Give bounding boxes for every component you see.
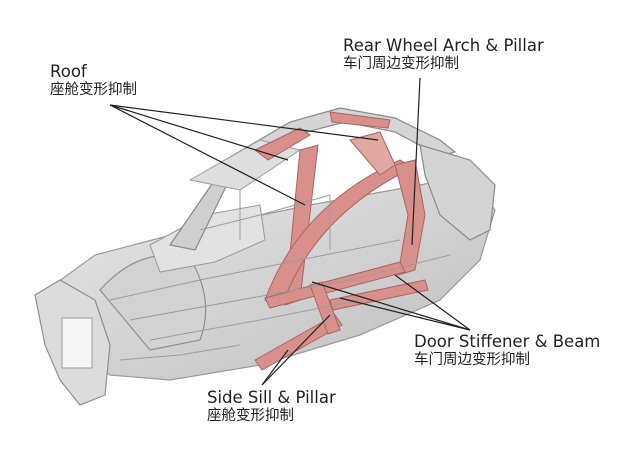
- roof-cross-member-rear: [329, 111, 391, 129]
- leader-side-2: [261, 314, 331, 386]
- front-grille-opening: [61, 317, 93, 369]
- label-rear-wheel-arch: Rear Wheel Arch & Pillar 车门周边变形抑制: [343, 36, 544, 73]
- leader-door-3: [311, 281, 471, 331]
- label-roof-zh: 座舱变形抑制: [50, 81, 137, 98]
- leader-roof-2: [109, 104, 379, 141]
- door-stiffener-beam-front: [264, 261, 406, 309]
- frame-detail-lines: [109, 190, 451, 361]
- label-side-sill-zh: 座舱变形抑制: [207, 407, 294, 424]
- roof-cross-member-front: [254, 127, 311, 161]
- label-door-stiffener-zh: 车门周边变形抑制: [414, 351, 530, 368]
- rear-deck-frame: [419, 144, 496, 241]
- leader-roof-1: [109, 104, 289, 161]
- label-rear-wheel-arch-zh: 车门周边变形抑制: [343, 55, 459, 72]
- leader-door-2: [339, 297, 471, 331]
- leader-roof-3: [109, 104, 306, 206]
- rear-wheel-arch-pillar: [394, 159, 426, 276]
- label-side-sill-en: Side Sill & Pillar: [207, 388, 336, 407]
- label-roof-en: Roof: [50, 62, 87, 81]
- rear-arch-inner: [349, 131, 396, 176]
- side-sill: [254, 314, 343, 371]
- door-stiffener-beam-rear: [329, 279, 429, 311]
- label-roof: Roof 座舱变形抑制: [50, 62, 137, 99]
- leader-lines: [109, 77, 471, 386]
- leader-rear-arch: [411, 77, 421, 246]
- lower-pillar: [309, 281, 341, 335]
- label-door-stiffener: Door Stiffener & Beam 车门周边变形抑制: [414, 332, 600, 369]
- leader-side-1: [261, 349, 289, 386]
- label-side-sill: Side Sill & Pillar 座舱变形抑制: [207, 388, 336, 425]
- leader-door-1: [394, 274, 471, 331]
- label-door-stiffener-en: Door Stiffener & Beam: [414, 332, 601, 351]
- label-rear-wheel-arch-en: Rear Wheel Arch & Pillar: [343, 36, 544, 55]
